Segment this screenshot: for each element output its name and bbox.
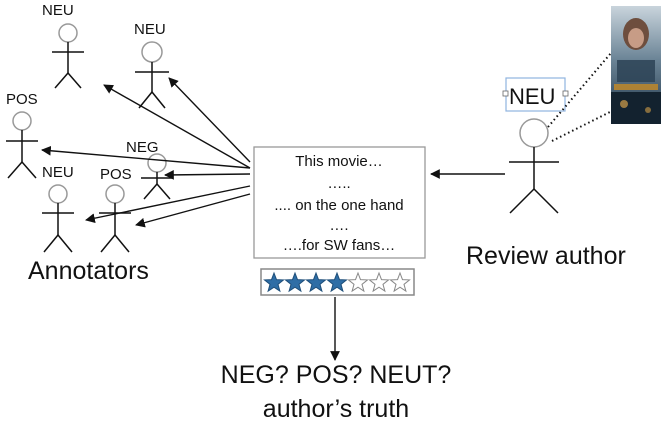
annotator-figure bbox=[99, 184, 131, 253]
filled-star-icon bbox=[326, 271, 348, 293]
tag-handle bbox=[502, 90, 509, 97]
annotator-label: NEG bbox=[126, 139, 159, 156]
review-line: …. bbox=[329, 217, 348, 234]
review-line: .... on the one hand bbox=[274, 197, 403, 214]
arrow-to-annotator bbox=[164, 169, 251, 180]
star-rating bbox=[263, 271, 411, 293]
annotator-figure bbox=[52, 23, 84, 89]
review-author-figure bbox=[509, 118, 559, 214]
filled-star-icon bbox=[263, 271, 285, 293]
annotator-label: POS bbox=[6, 91, 38, 108]
review-line: ….. bbox=[327, 175, 350, 192]
annotator-label: NEU bbox=[42, 2, 74, 19]
review-author-label: Review author bbox=[466, 242, 626, 270]
annotators-title: Annotators bbox=[28, 257, 149, 285]
annotator-label: NEU bbox=[134, 21, 166, 38]
authors-truth-caption: author’s truth bbox=[263, 395, 409, 423]
movie-poster-image bbox=[611, 6, 661, 124]
annotator-figure bbox=[6, 111, 38, 179]
filled-star-icon bbox=[305, 271, 327, 293]
tag-handle bbox=[562, 90, 569, 97]
review-box bbox=[253, 146, 426, 259]
annotator-figure bbox=[42, 184, 74, 253]
arrow-to-annotator bbox=[103, 84, 251, 169]
review-line: ….for SW fans… bbox=[283, 237, 396, 254]
arrow-to-annotator bbox=[85, 185, 251, 224]
sentiment-question: NEG? POS? NEUT? bbox=[221, 361, 452, 389]
arrow-to-annotator bbox=[135, 193, 251, 228]
empty-star-icon bbox=[368, 271, 390, 293]
empty-star-icon bbox=[347, 271, 369, 293]
filled-star-icon bbox=[284, 271, 306, 293]
arrow-to-annotator bbox=[168, 77, 251, 163]
annotator-label: POS bbox=[100, 166, 132, 183]
empty-star-icon bbox=[389, 271, 411, 293]
review-line: This movie… bbox=[295, 153, 383, 170]
arrow-to-annotator bbox=[41, 145, 251, 169]
annotator-figure bbox=[141, 153, 173, 200]
annotator-arrows bbox=[41, 77, 251, 228]
annotator-figure bbox=[135, 41, 169, 109]
annotator-label: NEU bbox=[42, 164, 74, 181]
author-tag: NEU bbox=[509, 84, 555, 109]
